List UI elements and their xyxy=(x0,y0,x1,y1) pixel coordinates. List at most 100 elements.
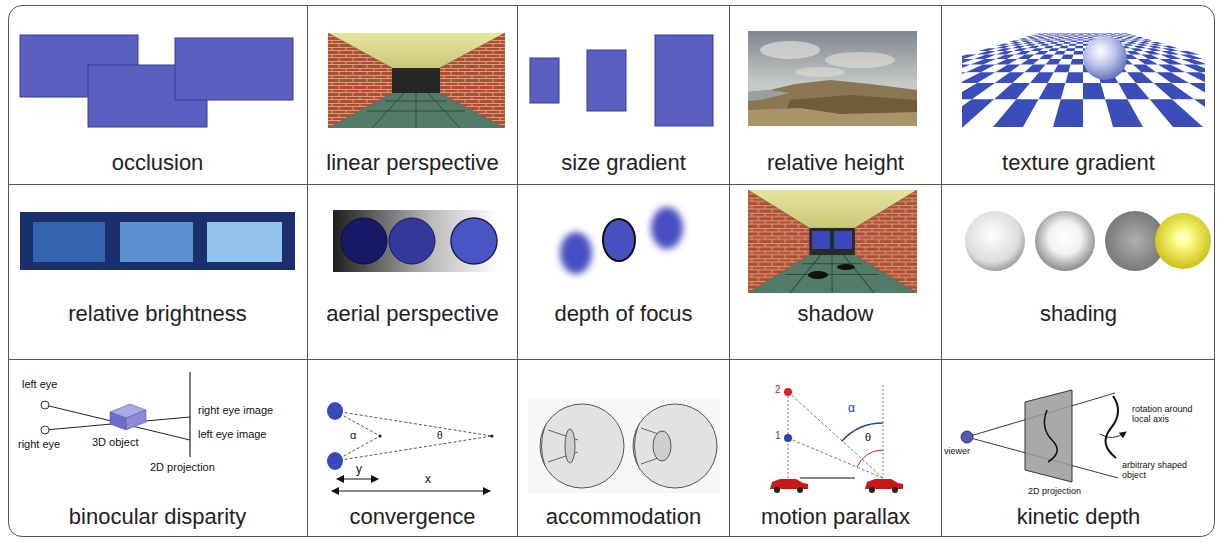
checker-tile xyxy=(1013,48,1027,51)
checker-tile xyxy=(1075,33,1079,34)
checker-tile xyxy=(1075,46,1083,48)
checker-tile xyxy=(971,59,996,65)
figure-label: θ xyxy=(865,431,871,444)
checker-tile xyxy=(1136,44,1148,46)
cue-caption: motion parallax xyxy=(730,504,941,530)
checker-tile xyxy=(996,51,1014,55)
checker-tile xyxy=(1061,38,1067,39)
cue-cell: relative brightness xyxy=(8,185,308,360)
size-gradient-art xyxy=(530,35,713,126)
checker-tile xyxy=(1020,39,1029,40)
checker-tile xyxy=(996,55,1016,59)
figure-label: left eye xyxy=(22,378,57,391)
checker-tile xyxy=(1087,33,1091,34)
figure-label: rotation around local axis xyxy=(1132,404,1206,425)
shadow-art xyxy=(748,190,917,293)
cue-cell: accommodation xyxy=(518,360,730,537)
checker-tile xyxy=(1048,48,1059,51)
checker-tile xyxy=(1189,83,1205,99)
checker-tile xyxy=(1064,33,1068,34)
checker-tile xyxy=(1012,46,1025,48)
checker-tile xyxy=(1074,34,1079,36)
corridor-art xyxy=(328,33,505,128)
checker-tile xyxy=(1083,34,1087,36)
checker-tile xyxy=(1123,44,1134,46)
checker-tile xyxy=(1036,42,1046,44)
checker-tile xyxy=(1031,34,1038,36)
checker-tile xyxy=(1043,39,1051,40)
checker-tile xyxy=(1058,37,1064,38)
binocular-art xyxy=(15,366,303,492)
checker-tile xyxy=(1160,55,1181,59)
checker-tile xyxy=(1021,41,1031,42)
checker-tile xyxy=(1094,33,1098,34)
cue-cell: convergence xyxy=(308,360,518,537)
checker-tile xyxy=(1078,37,1083,38)
figure-label: x xyxy=(425,473,431,487)
checker-tile xyxy=(1156,72,1189,83)
checker-tile xyxy=(1068,37,1074,38)
cue-caption: linear perspective xyxy=(308,150,517,176)
figure-label: arbitrary shaped object xyxy=(1122,460,1196,481)
checker-tile xyxy=(962,72,995,83)
checker-tile xyxy=(1044,46,1055,48)
checker-tile xyxy=(1088,37,1093,38)
checker-tile xyxy=(1148,46,1162,48)
checker-tile xyxy=(993,99,1039,127)
checker-tile xyxy=(1025,36,1033,38)
checker-tile xyxy=(1031,39,1040,40)
cue-caption: depth of focus xyxy=(518,301,729,327)
checker-tile xyxy=(1034,41,1043,42)
checker-tile xyxy=(1179,51,1199,55)
checker-tile xyxy=(1066,39,1072,40)
checker-tile xyxy=(1083,41,1089,42)
parallax-art xyxy=(770,385,903,493)
checker-tile xyxy=(1117,37,1124,38)
checker-tile xyxy=(1162,48,1179,51)
checker-tile xyxy=(995,65,1020,73)
checker-tile xyxy=(1027,37,1035,38)
checker-tile xyxy=(1121,39,1129,40)
checker-tile xyxy=(1046,59,1062,65)
cue-caption: relative height xyxy=(730,150,941,176)
checker-tile xyxy=(1139,42,1150,44)
figure-label: θ xyxy=(437,430,443,442)
checker-tile xyxy=(995,72,1025,83)
figure-label: right eye xyxy=(18,438,60,451)
checker-tile xyxy=(1073,51,1083,55)
checker-tile xyxy=(1010,42,1021,44)
figure-label: 3D object xyxy=(92,436,138,449)
checker-tile xyxy=(1061,55,1073,59)
checker-tile xyxy=(966,65,996,73)
focus-art xyxy=(560,207,683,274)
cue-caption: size gradient xyxy=(518,150,729,176)
checker-tile xyxy=(1042,33,1047,34)
checker-tile xyxy=(1158,65,1185,73)
checker-tile xyxy=(1180,55,1203,59)
checker-tile xyxy=(1059,46,1068,48)
checker-tile xyxy=(994,83,1030,99)
checker-tile xyxy=(1194,99,1205,127)
checker-tile xyxy=(1083,38,1088,39)
cue-caption: relative brightness xyxy=(8,301,307,327)
checker-tile xyxy=(1035,51,1049,55)
checker-tile xyxy=(1118,83,1149,99)
checker-tile xyxy=(1050,42,1059,44)
checker-tile xyxy=(1133,65,1156,73)
checker-tile xyxy=(1150,99,1203,127)
figure-label: α xyxy=(848,402,855,416)
checker-tile xyxy=(979,48,997,51)
checker-tile xyxy=(996,59,1018,65)
checker-tile xyxy=(1079,33,1083,35)
checker-tile xyxy=(996,44,1009,46)
landscape-art xyxy=(748,31,917,126)
checkerboard-art xyxy=(753,33,1223,127)
checker-tile xyxy=(1069,44,1077,46)
checker-tile xyxy=(1037,37,1044,38)
checker-tile xyxy=(1028,46,1040,48)
cue-cell: shading xyxy=(942,185,1215,360)
checker-tile xyxy=(1126,51,1141,55)
checker-tile xyxy=(1126,42,1136,44)
checker-tile xyxy=(1040,38,1048,39)
shading-art xyxy=(965,211,1211,271)
